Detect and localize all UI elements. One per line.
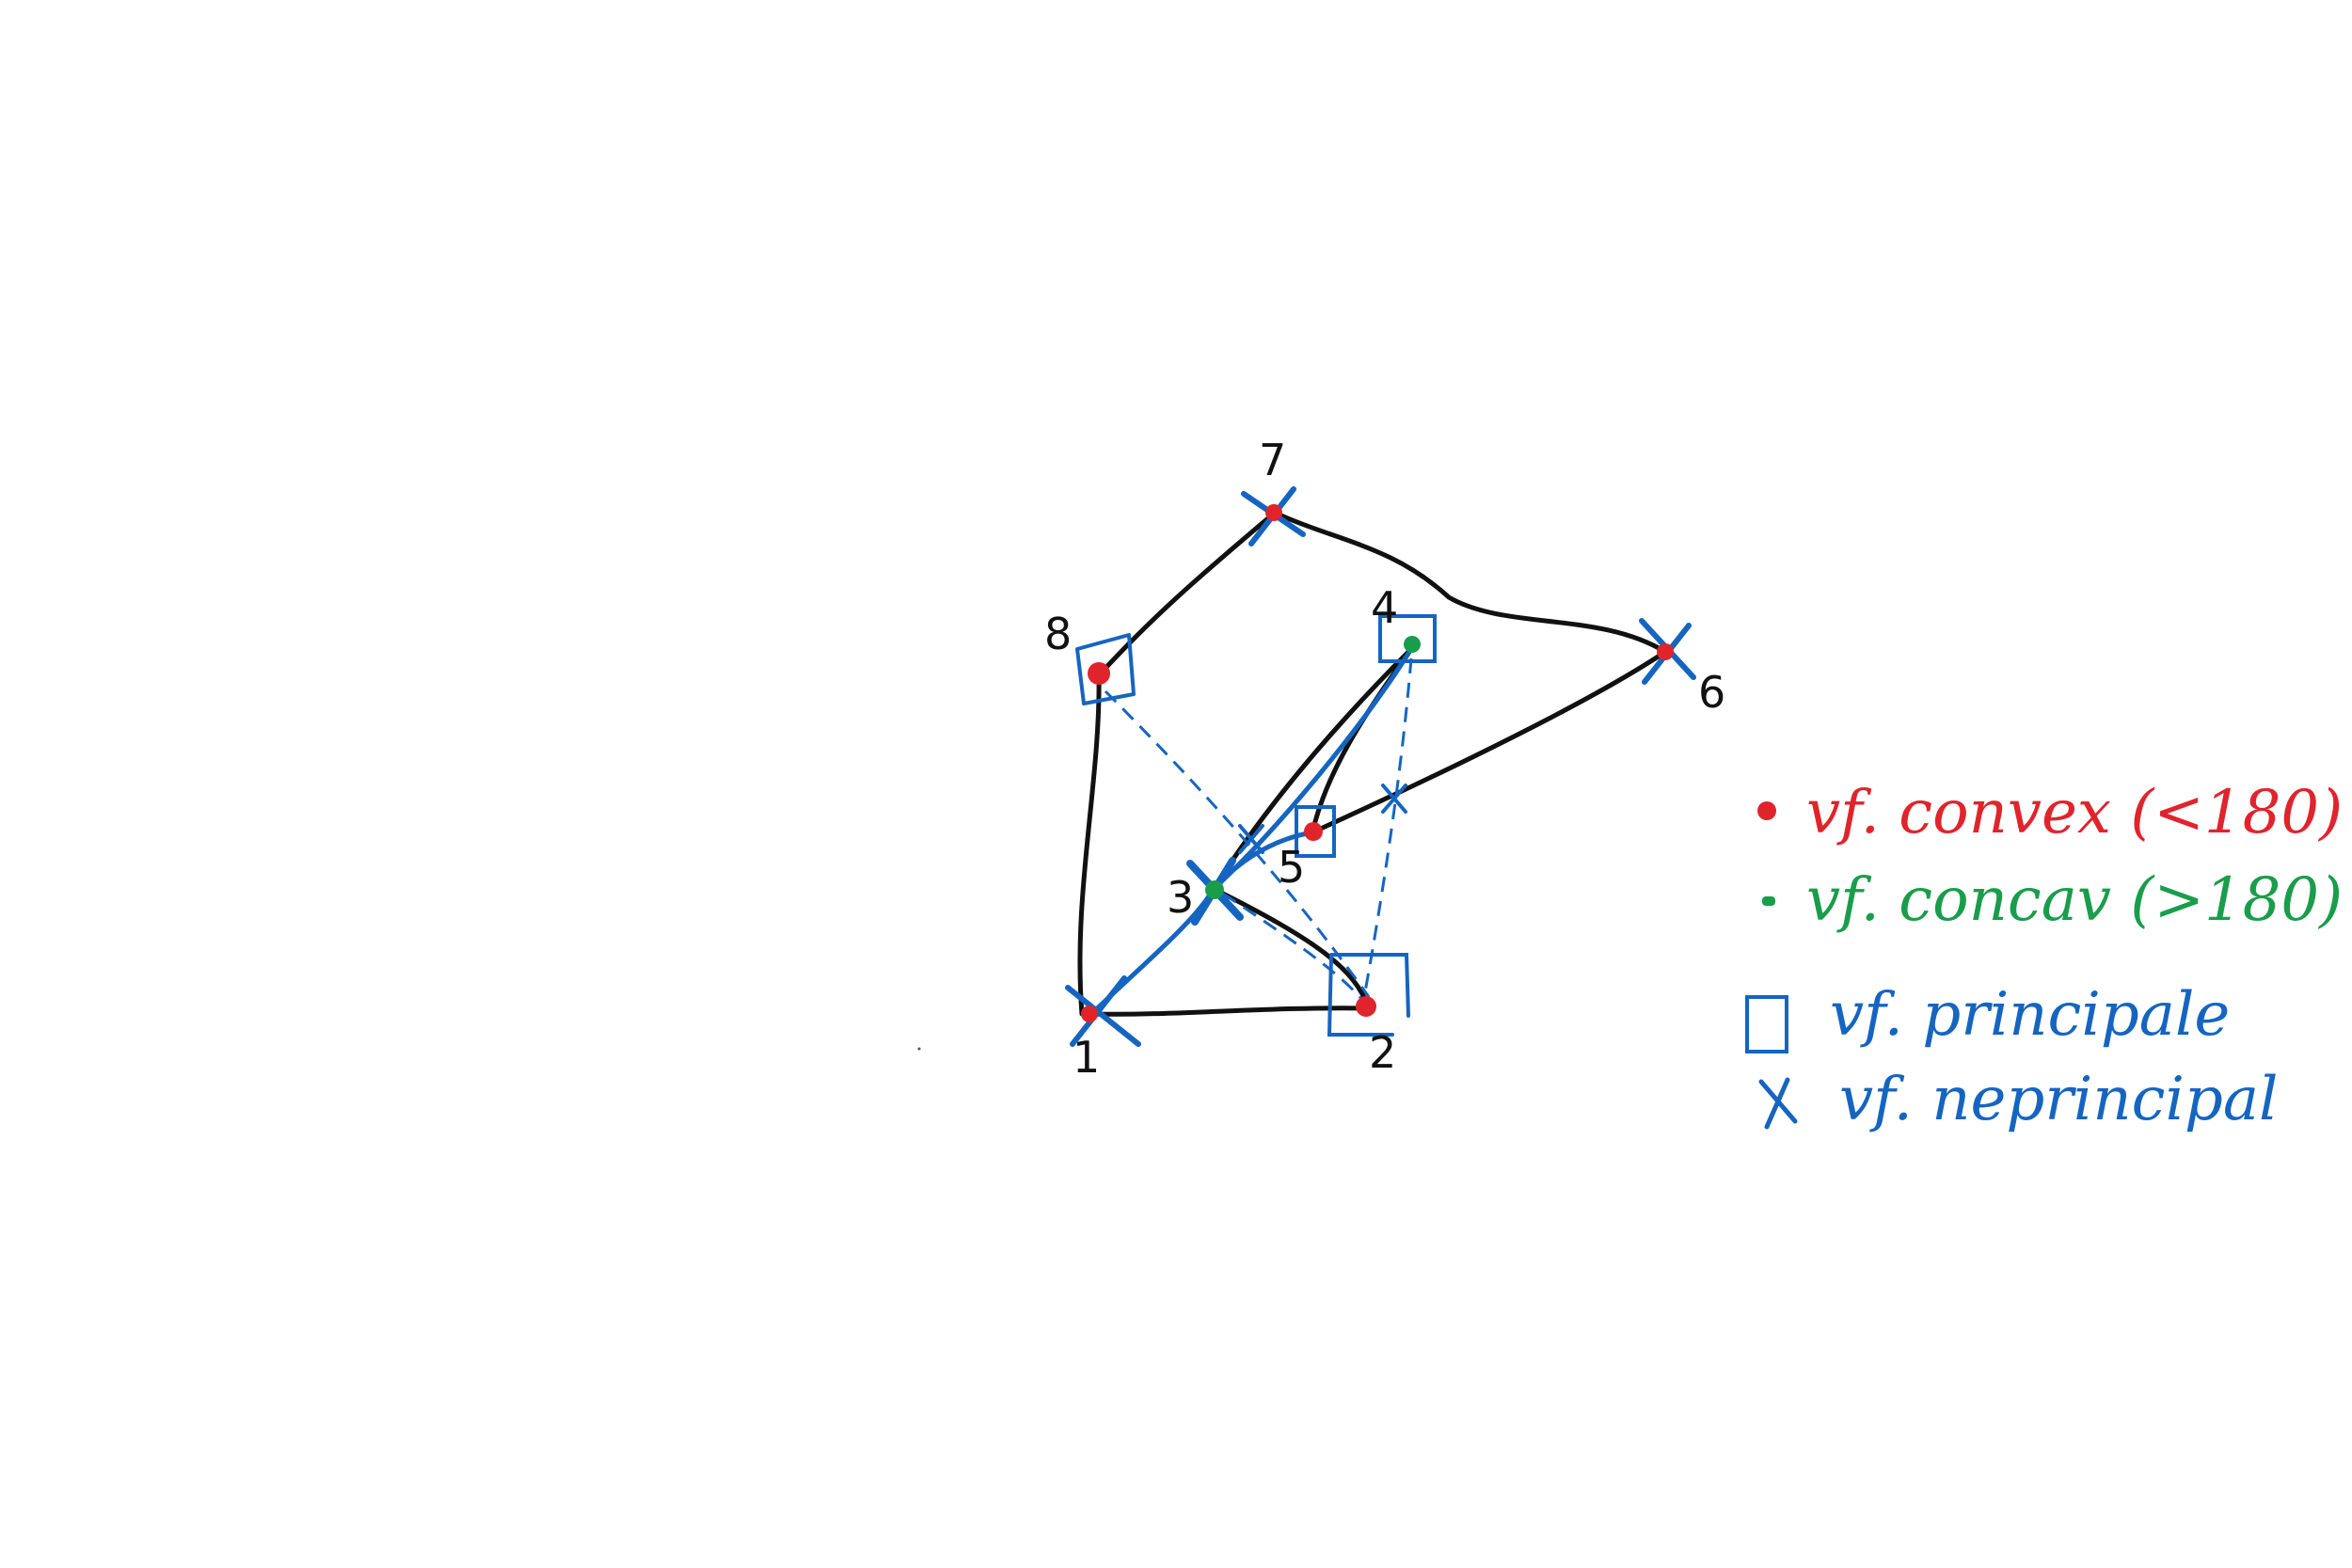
vertex-3: 3 xyxy=(1167,857,1244,926)
legend-nonprincipal-label: vf. neprincipal xyxy=(1839,1065,2279,1134)
vertex-7: 7 xyxy=(1241,435,1306,546)
legend-nonprincipal: vf. neprincipal xyxy=(1758,1065,2279,1134)
vertex-5: 5 xyxy=(1278,805,1336,893)
concave-dot-4 xyxy=(1404,636,1421,653)
legend-concave-label: vf. concav (>180) xyxy=(1806,865,2343,935)
vertex-label-3: 3 xyxy=(1167,872,1194,923)
legend-convex-label: vf. convex (<180) xyxy=(1806,778,2343,847)
stray-dot xyxy=(917,1047,921,1051)
intersection-marks xyxy=(1238,784,1407,854)
legend-principal-label: vf. principale xyxy=(1830,980,2230,1050)
diagonal-3-4 xyxy=(1211,646,1414,892)
vertex-8: 8 xyxy=(1044,609,1136,705)
intersection-cross-1 xyxy=(1238,824,1264,854)
edge-7-8 xyxy=(1096,510,1278,678)
vertex-6: 6 xyxy=(1639,618,1725,718)
convex-dot-5 xyxy=(1304,822,1323,841)
legend-concave-dot xyxy=(1762,896,1775,906)
dashed-3-2 xyxy=(1222,892,1366,1003)
edge-8-1 xyxy=(1077,673,1102,1017)
convex-dot-8 xyxy=(1088,662,1110,685)
vertex-2: 2 xyxy=(1327,953,1410,1078)
legend-convex: vf. convex (<180) xyxy=(1757,778,2343,847)
edge-2-3 xyxy=(1211,886,1372,1011)
convex-dot-7 xyxy=(1265,504,1282,521)
convex-dot-2 xyxy=(1356,996,1376,1017)
legend-principal: vf. principale xyxy=(1745,980,2230,1053)
diagonal-3-5 xyxy=(1220,830,1315,882)
edge-5-6 xyxy=(1310,649,1668,835)
legend-convex-dot xyxy=(1757,801,1776,820)
principal-square-4 xyxy=(1378,614,1437,663)
legend-cross-icon xyxy=(1758,1077,1798,1130)
edge-6-7 xyxy=(1272,510,1668,655)
vertex-label-2: 2 xyxy=(1369,1027,1396,1078)
intersection-cross-2 xyxy=(1381,784,1407,814)
vertex-label-1: 1 xyxy=(1073,1032,1100,1083)
edge-3-4 xyxy=(1211,646,1414,892)
concave-dot-3 xyxy=(1205,880,1224,899)
vertex-label-6: 6 xyxy=(1698,667,1725,718)
convex-dot-1 xyxy=(1081,1006,1098,1022)
principal-square-8 xyxy=(1075,633,1136,705)
legend-concave: vf. concav (>180) xyxy=(1762,865,2343,935)
vertex-4: 4 xyxy=(1371,582,1437,663)
edge-1-2 xyxy=(1089,1006,1372,1017)
vertex-label-4: 4 xyxy=(1371,582,1398,633)
legend: vf. convex (<180) vf. concav (>180) vf. … xyxy=(1745,778,2343,1134)
nonprincipal-cross-1 xyxy=(1065,975,1141,1047)
vertex-label-5: 5 xyxy=(1278,842,1305,893)
vertex-1: 1 xyxy=(1065,975,1141,1083)
legend-square-icon xyxy=(1745,995,1788,1053)
principal-square-5 xyxy=(1295,805,1336,858)
vertex-label-8: 8 xyxy=(1044,609,1072,659)
dashed-8-2 xyxy=(1104,689,1371,998)
vertex-label-7: 7 xyxy=(1259,435,1286,485)
principal-square-2 xyxy=(1327,953,1410,1037)
convex-dot-6 xyxy=(1657,643,1674,660)
